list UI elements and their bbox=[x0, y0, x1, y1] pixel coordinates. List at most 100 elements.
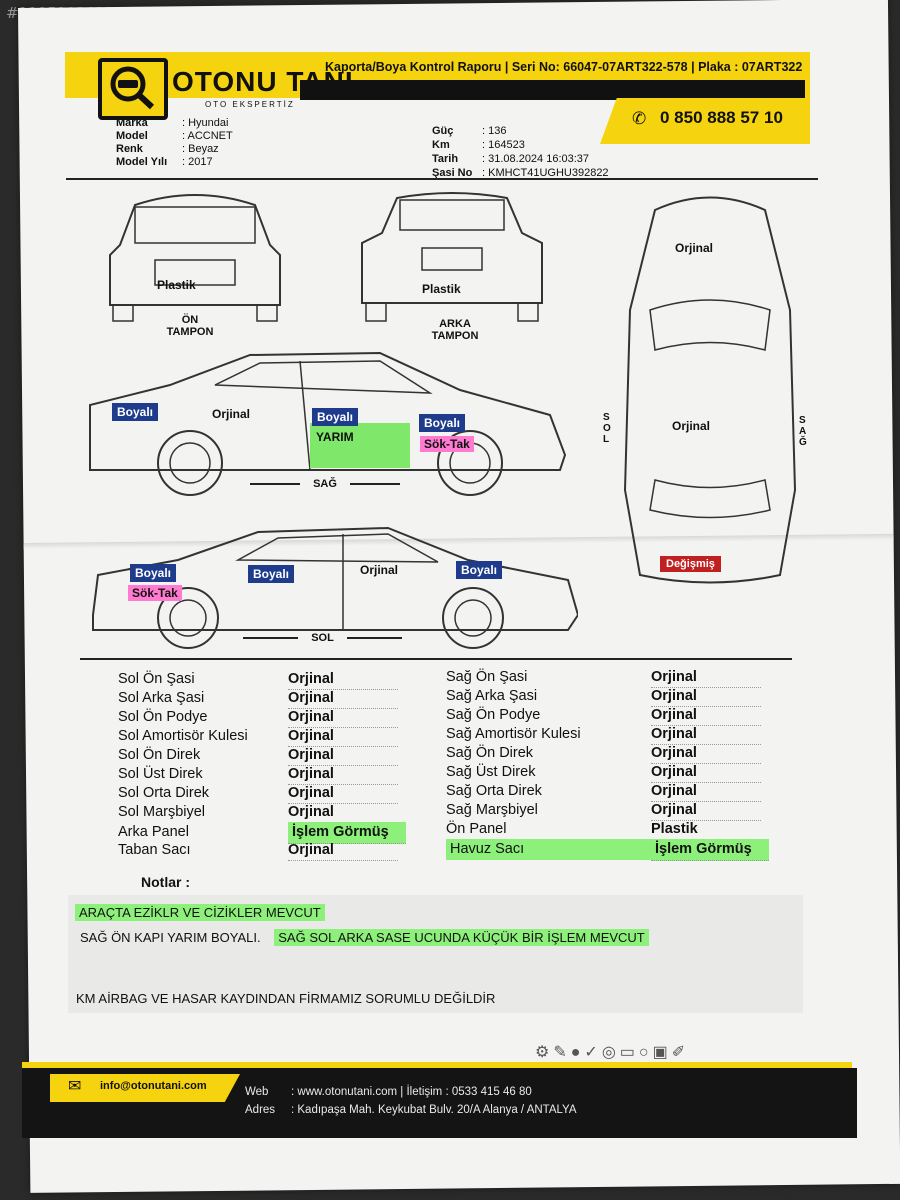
right-front-door-note: YARIM bbox=[316, 430, 354, 444]
check-value: Orjinal bbox=[651, 763, 761, 783]
right-rear-door-status: Orjinal bbox=[212, 407, 251, 421]
spray-icon: ✎ bbox=[553, 1044, 571, 1061]
footer-address: Adres: Kadıpaşa Mah. Keykubat Bulv. 20/A… bbox=[245, 1104, 577, 1116]
info-value: : Beyaz bbox=[182, 143, 219, 155]
right-side-caption: SAĞ bbox=[240, 478, 410, 490]
info-label: Model bbox=[116, 130, 148, 142]
check-part: Sol Orta Direk bbox=[118, 785, 210, 801]
check-part: Sağ Ön Direk bbox=[446, 745, 534, 761]
brand-name: OTONU TANI bbox=[172, 66, 354, 97]
drop-icon: ● bbox=[570, 1044, 585, 1061]
check-value: Orjinal bbox=[288, 708, 398, 728]
logo bbox=[98, 58, 168, 120]
check-value: Orjinal bbox=[288, 841, 398, 861]
address-label: Adres bbox=[245, 1104, 276, 1116]
footer-email[interactable]: info@otonutani.com bbox=[100, 1080, 207, 1092]
check-part: Sağ Arka Şasi bbox=[446, 688, 538, 704]
note-line-1: ARAÇTA EZİKLR VE CİZİKLER MEVCUT bbox=[75, 904, 325, 921]
note-line-2: SAĞ ÖN KAPI YARIM BOYALI. SAĞ SOL ARKA S… bbox=[80, 929, 649, 946]
check-part: Sol Ön Direk bbox=[118, 747, 201, 763]
check-part: Sağ Ön Podye bbox=[446, 707, 541, 723]
info-label: Güç bbox=[432, 125, 454, 137]
check-part: Sol Arka Şasi bbox=[118, 690, 205, 706]
note-line-3: KM AİRBAG VE HASAR KAYDINDAN FİRMAMIZ SO… bbox=[76, 991, 496, 1006]
check-part: Sağ Üst Direk bbox=[446, 764, 536, 780]
email-tag bbox=[50, 1074, 240, 1102]
check-value: Plastik bbox=[651, 820, 761, 840]
paint-icon: ▣ bbox=[652, 1044, 672, 1061]
check-part: Sol Ön Şasi bbox=[118, 671, 195, 687]
info-value: : Hyundai bbox=[182, 117, 229, 129]
check-row: Sol Üst Direk Orjinal bbox=[118, 765, 406, 785]
report-title: Kaporta/Boya Kontrol Raporu | Seri No: 6… bbox=[325, 60, 803, 74]
note-text: SAĞ ÖN KAPI YARIM BOYALI. bbox=[80, 930, 261, 945]
note-text: ARAÇTA EZİKLR VE CİZİKLER MEVCUT bbox=[75, 904, 325, 921]
info-value: : 31.08.2024 16:03:37 bbox=[482, 153, 590, 165]
info-value: : KMHCT41UGHU392822 bbox=[482, 167, 609, 179]
check-row: Sağ Marşbiyel Orjinal bbox=[446, 801, 769, 821]
front-car-drawing bbox=[109, 194, 281, 322]
right-rear-fender-badge: Boyalı bbox=[112, 403, 159, 421]
vehicle-info-right: Güç: 136 Km: 164523 Tarih: 31.08.2024 16… bbox=[432, 124, 609, 180]
left-side-caption: SOL bbox=[235, 632, 410, 644]
footer-web: Web: www.otonutani.com | İletişim : 0533… bbox=[245, 1086, 532, 1098]
check-row: Sağ Ön Podye Orjinal bbox=[446, 706, 769, 726]
check-part: Sağ Marşbiyel bbox=[446, 802, 538, 818]
check-value: Orjinal bbox=[288, 765, 398, 785]
info-label: Renk bbox=[116, 143, 143, 155]
check-value: Orjinal bbox=[288, 803, 398, 823]
caption-text: SOL bbox=[311, 632, 334, 644]
check-value: Orjinal bbox=[651, 706, 761, 726]
check-value: İşlem Görmüş bbox=[288, 822, 406, 844]
top-car-drawing bbox=[623, 196, 797, 584]
top-right-caption: SAĞ bbox=[799, 415, 807, 448]
check-icon: ✓ bbox=[584, 1044, 602, 1061]
check-part: Ön Panel bbox=[446, 821, 507, 837]
check-part: Sol Amortisör Kulesi bbox=[118, 728, 248, 744]
phone-number: 0 850 888 57 10 bbox=[660, 108, 783, 127]
tool-icon: ✐ bbox=[671, 1044, 690, 1061]
check-part: Havuz Sacı bbox=[446, 839, 651, 860]
battery-icon: ▭ bbox=[619, 1044, 639, 1061]
web-label: Web bbox=[245, 1086, 269, 1098]
check-value: Orjinal bbox=[288, 670, 398, 690]
trunk-status-badge: Değişmiş bbox=[660, 556, 721, 572]
right-side-car-drawing bbox=[89, 351, 567, 496]
right-front-fender-badge: Boyalı bbox=[419, 414, 466, 432]
rear-bumper-status: Plastik bbox=[422, 282, 461, 296]
check-value: Orjinal bbox=[651, 782, 761, 802]
right-front-fender-note: Sök-Tak bbox=[420, 436, 474, 452]
check-value: Orjinal bbox=[651, 801, 761, 821]
magnifier-car-icon bbox=[110, 66, 155, 110]
phone-icon: ✆ bbox=[632, 109, 647, 128]
front-bumper-status: Plastik bbox=[157, 278, 196, 292]
check-value: Orjinal bbox=[288, 689, 398, 709]
check-part: Sol Marşbiyel bbox=[118, 804, 206, 820]
check-value: İşlem Görmüş bbox=[651, 839, 769, 861]
info-label: Tarih bbox=[432, 153, 459, 165]
check-part: Sol Üst Direk bbox=[118, 766, 203, 782]
mail-icon: ✉ bbox=[68, 1078, 82, 1095]
note-text: SAĞ SOL ARKA SASE UCUNDA KÜÇÜK BİR İŞLEM… bbox=[274, 929, 649, 946]
info-value: : ACCNET bbox=[182, 130, 233, 142]
rear-car-drawing bbox=[361, 192, 543, 322]
check-value: Orjinal bbox=[651, 725, 761, 745]
phone-tag bbox=[600, 98, 810, 144]
info-label: Model Yılı bbox=[116, 156, 168, 168]
info-label: Km bbox=[432, 139, 450, 151]
wheel-icon: ○ bbox=[638, 1044, 653, 1061]
caption-line: TAMPON bbox=[431, 330, 479, 342]
check-part: Taban Sacı bbox=[118, 842, 191, 858]
check-row: Sol Arka Şasi Orjinal bbox=[118, 689, 406, 709]
check-row: Sağ Üst Direk Orjinal bbox=[446, 763, 769, 783]
brand-tagline: OTO EKSPERTİZ bbox=[205, 100, 295, 109]
